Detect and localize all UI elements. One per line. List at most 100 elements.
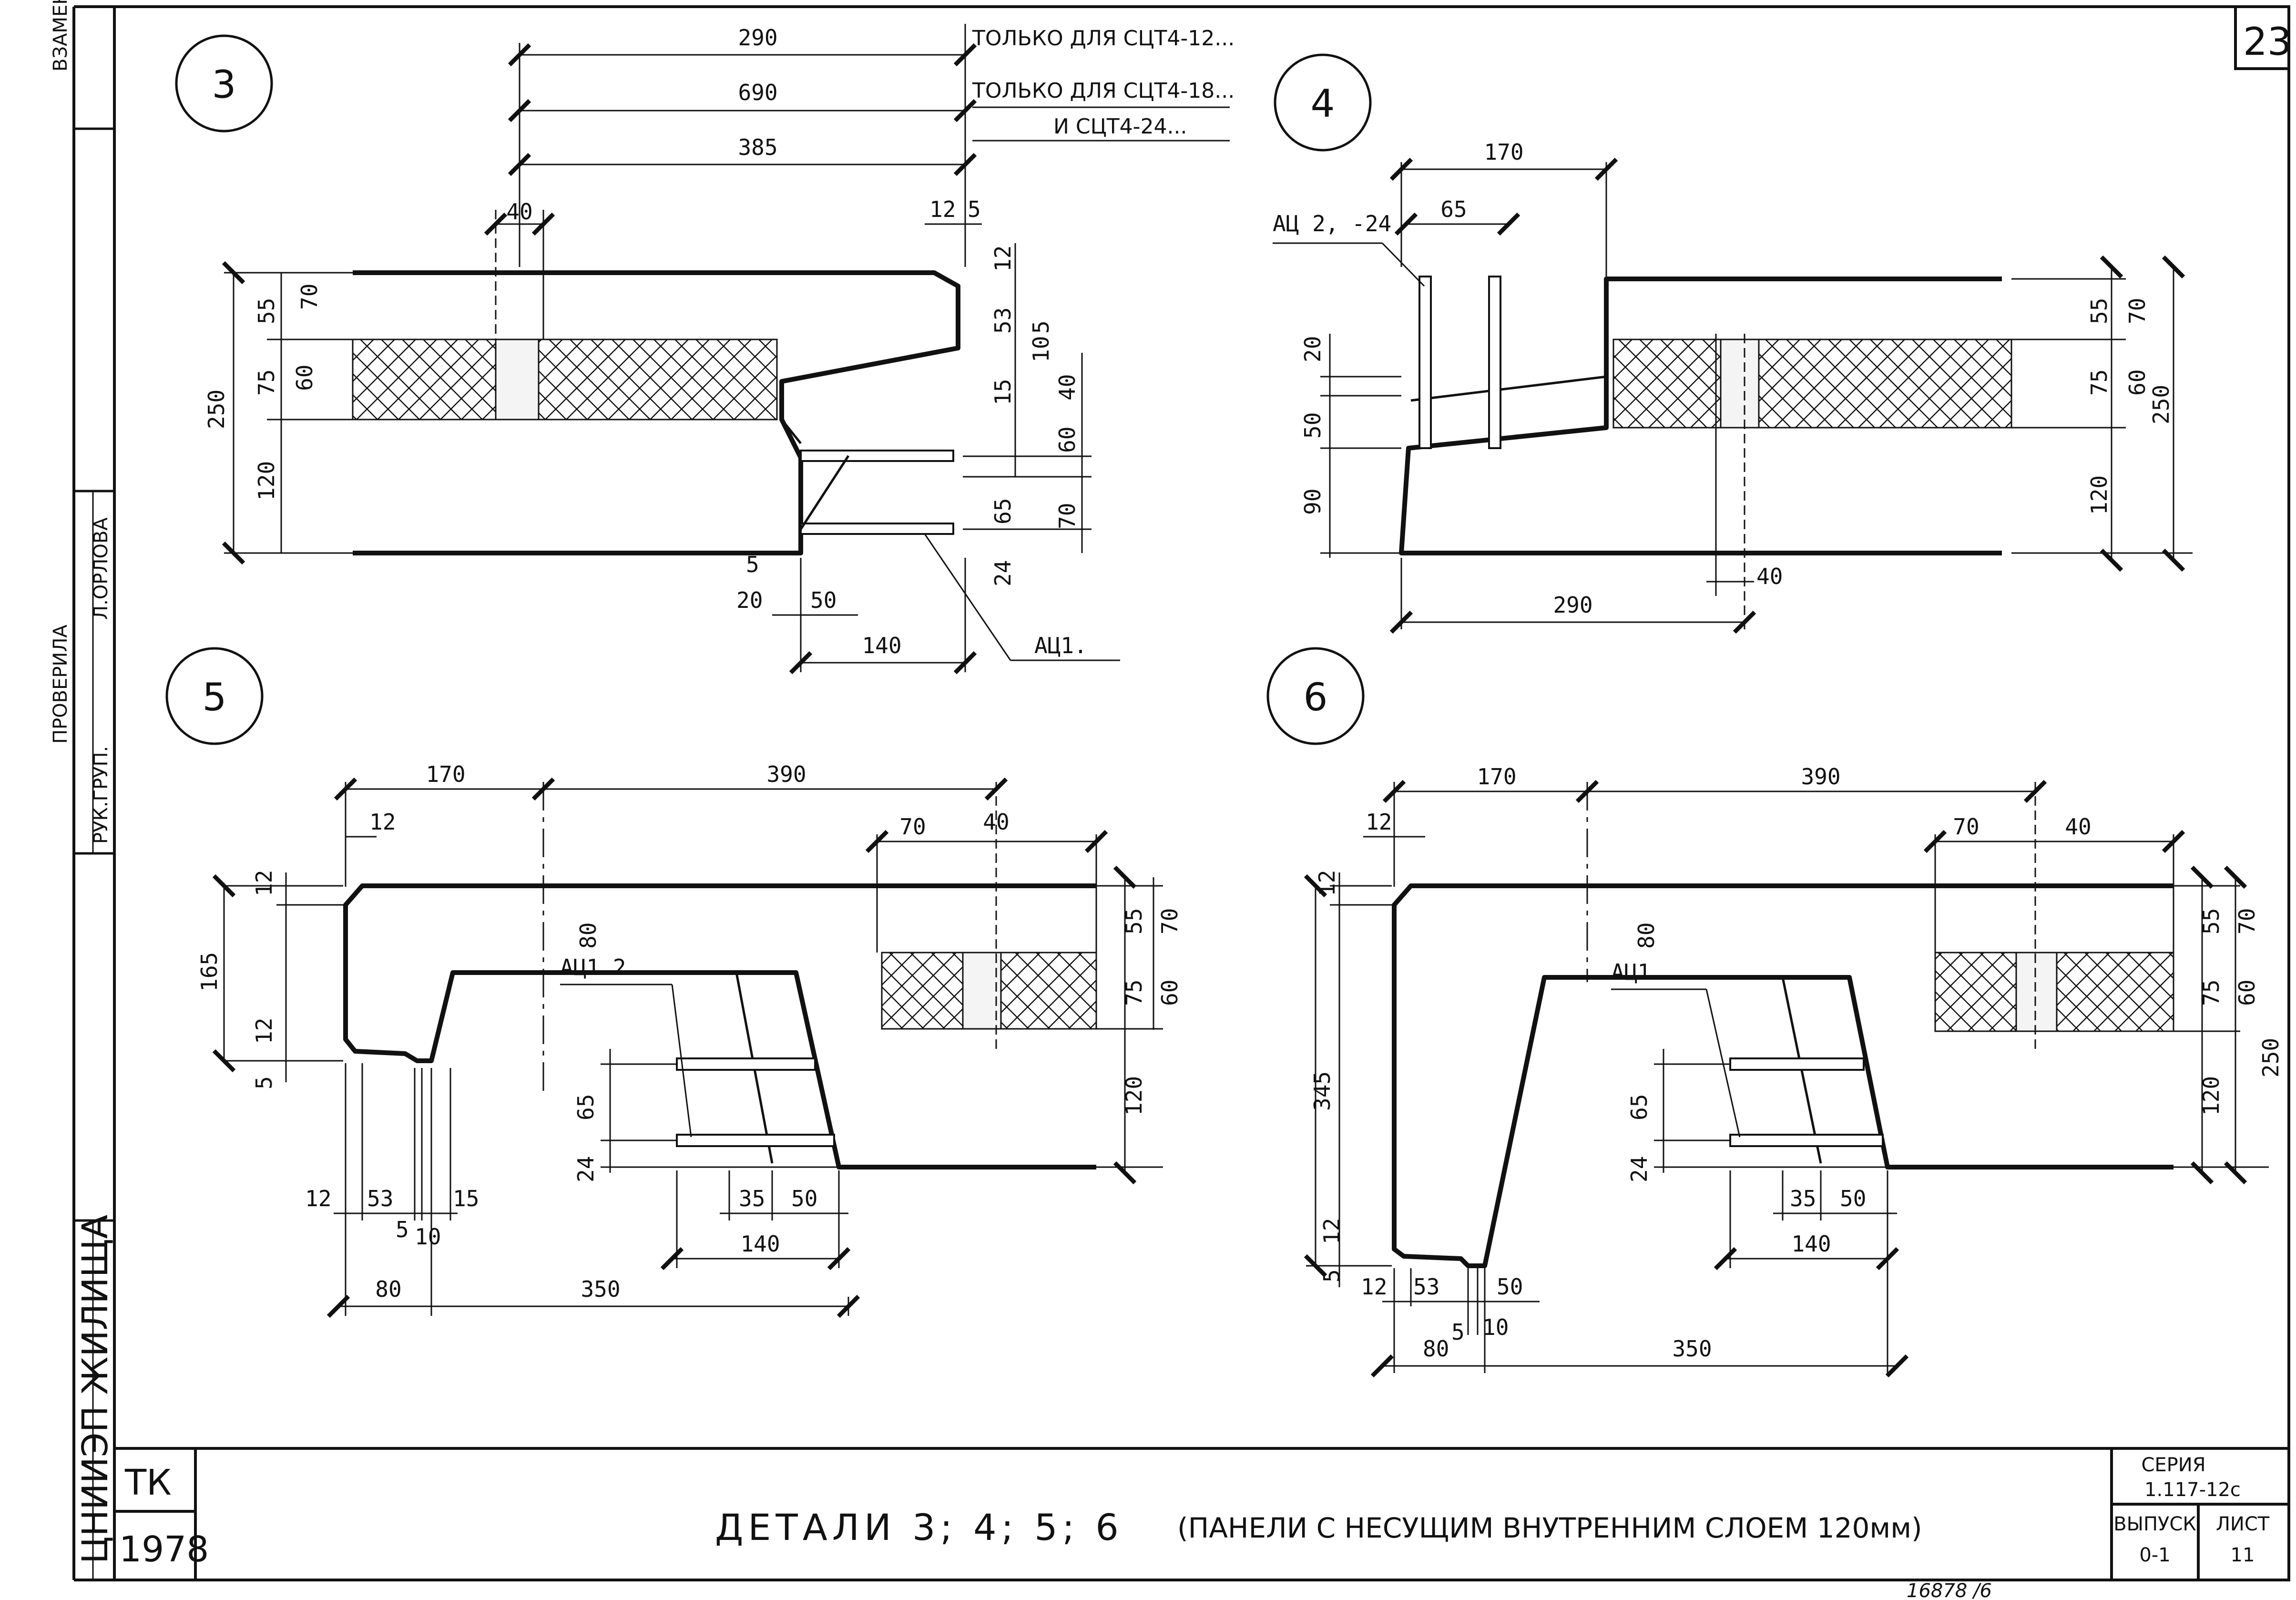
check-label: ПРОВЕРИЛА <box>50 624 71 744</box>
side-org-label: ЦНИИЭП ЖИЛИЩА <box>75 1214 116 1564</box>
detail-3-dim-60b: 60 <box>1054 427 1080 453</box>
detail-5-dim-5a: 5 <box>251 1076 277 1089</box>
series-label: СЕРИЯ <box>2141 1454 2205 1476</box>
detail-6-dim-350: 350 <box>1672 1336 1712 1362</box>
detail-5-dim-12a: 12 <box>369 809 396 835</box>
detail-6-dim-5a: 5 <box>1319 1269 1345 1282</box>
detail-5-rebar-2 <box>676 1134 835 1147</box>
detail-5-dim-55: 55 <box>1121 908 1147 934</box>
detail-3-dim-65: 65 <box>990 498 1016 524</box>
detail-6-dim-70b: 70 <box>2234 908 2260 934</box>
detail-3-dim-50: 50 <box>810 587 837 613</box>
detail-6-core <box>2015 952 2058 1032</box>
detail-3-dim-12b: 12 <box>990 246 1016 272</box>
detail-6-dim-140: 140 <box>1791 1231 1831 1257</box>
detail-5-dim-60: 60 <box>1157 980 1183 1006</box>
detail-4-dim-50: 50 <box>1300 412 1326 439</box>
detail-5-core <box>962 952 1002 1030</box>
detail-6-dim-120: 120 <box>2198 1076 2224 1116</box>
detail-3-note-1: ТОЛЬКО ДЛЯ СЦТ4-12... <box>972 26 1235 51</box>
detail-3-dim-20: 20 <box>736 587 763 613</box>
detail-5: 5 170 390 12 70 40 12 165 12 5 80 <box>165 647 1183 1318</box>
detail-3-note-2: ТОЛЬКО ДЛЯ СЦТ4-18... <box>972 79 1235 103</box>
detail-6-dim-24: 24 <box>1626 1156 1652 1182</box>
detail-4-rebar-label: АЦ 2, -24 <box>1273 211 1391 236</box>
detail-4-core <box>1720 338 1760 429</box>
detail-4-dim-20: 20 <box>1300 336 1326 362</box>
year-label: 1978 <box>119 1529 209 1570</box>
detail-5-callout <box>165 647 264 745</box>
detail-5-dim-5b: 5 <box>396 1217 409 1242</box>
detail-5-dim-70: 70 <box>899 814 926 840</box>
detail-6-dim-50b: 50 <box>1840 1186 1866 1211</box>
detail-4-insulation <box>1612 338 2012 429</box>
detail-6-dim-12a: 12 <box>1366 809 1392 835</box>
detail-4-dim-90: 90 <box>1300 489 1326 515</box>
detail-6-callout <box>1266 647 1365 745</box>
detail-5-dim-350: 350 <box>581 1276 620 1302</box>
detail-4-callout <box>1274 53 1372 152</box>
detail-3-rebar-label: АЦ1. <box>1034 633 1087 658</box>
detail-3-dim-55: 55 <box>254 298 279 324</box>
detail-6-dim-60: 60 <box>2234 980 2260 1006</box>
detail-3-rebar-2 <box>800 523 954 535</box>
group-label: РУК.ГРУП. <box>90 746 112 844</box>
detail-6-dim-65: 65 <box>1626 1094 1652 1120</box>
detail-3-dim-120: 120 <box>254 461 279 501</box>
detail-6-dim-40: 40 <box>2065 814 2091 840</box>
detail-3-dim-15: 15 <box>990 379 1016 405</box>
sheet-subtitle: (ПАНЕЛИ С НЕСУЩИМ ВНУТРЕННИМ СЛОЕМ 120мм… <box>1177 1512 1922 1544</box>
sheet-title: ДЕТАЛИ 3; 4; 5; 6 <box>715 1506 1123 1549</box>
detail-5-dim-65: 65 <box>573 1094 599 1120</box>
detail-5-dim-15: 15 <box>453 1186 479 1211</box>
detail-3-dim-75: 75 <box>254 369 279 396</box>
detail-4-dim-70: 70 <box>2124 298 2150 324</box>
detail-5-dim-390: 390 <box>766 761 806 787</box>
detail-3-dim-5a: 5 <box>968 196 981 222</box>
org-label: ТК <box>124 1462 172 1503</box>
detail-3-dim-5c: 5 <box>746 552 759 577</box>
detail-5-rebar-label: АЦ1.2 <box>560 954 626 980</box>
detail-3-dim-40: 40 <box>506 199 532 225</box>
detail-6-dim-12d: 12 <box>1361 1274 1387 1300</box>
check-name: Л.ОРЛОВА <box>90 517 112 620</box>
detail-3-dim-140: 140 <box>862 633 901 658</box>
detail-4-rebar-1 <box>1418 276 1432 449</box>
detail-6-dim-390: 390 <box>1801 764 1840 790</box>
handwritten-mark: 16878 /6 <box>1907 1580 1992 1600</box>
detail-4-dim-290: 290 <box>1553 592 1592 618</box>
detail-5-dim-12b: 12 <box>251 870 277 896</box>
detail-6-dim-80b: 80 <box>1423 1336 1449 1362</box>
detail-4-outline <box>1399 277 2002 555</box>
detail-6-dim-55: 55 <box>2198 908 2224 934</box>
detail-3-dim-40b: 40 <box>1054 374 1080 400</box>
detail-4-rebar-2 <box>1488 276 1501 449</box>
detail-4-dim-250: 250 <box>2148 385 2174 424</box>
detail-6-dim-170: 170 <box>1477 764 1516 790</box>
detail-3: 3 290 690 385 ТОЛЬКО ДЛЯ СЦТ4-12... ТОЛЬ… <box>175 24 1235 675</box>
detail-5-dim-12c: 12 <box>251 1018 277 1044</box>
detail-4-dim-65: 65 <box>1440 196 1467 222</box>
detail-4-dim-40: 40 <box>1756 564 1783 589</box>
detail-3-rebar-1 <box>800 450 954 462</box>
detail-6-dim-5b: 5 <box>1451 1319 1465 1345</box>
detail-5-dim-165: 165 <box>196 952 222 992</box>
detail-5-dim-24: 24 <box>573 1156 599 1182</box>
issue-label: ВЫПУСК <box>2113 1513 2196 1535</box>
detail-5-dim-170: 170 <box>426 761 465 787</box>
detail-3-number: 3 <box>212 62 236 107</box>
sheet-frame <box>72 5 2290 1581</box>
detail-6-dim-12c: 12 <box>1319 1218 1345 1244</box>
detail-6-dim-70: 70 <box>1953 814 1979 840</box>
detail-3-callout <box>175 34 273 133</box>
detail-4-dim-120: 120 <box>2086 475 2112 515</box>
corner-top-text: ВЗАМЕН <box>50 0 71 72</box>
detail-3-dim-385: 385 <box>738 134 777 160</box>
detail-5-rebar-1 <box>676 1057 816 1071</box>
issue-value: 0-1 <box>2139 1544 2170 1566</box>
detail-4-dim-55: 55 <box>2086 298 2112 324</box>
detail-5-dim-10: 10 <box>415 1224 441 1250</box>
detail-5-dim-35: 35 <box>739 1186 765 1211</box>
detail-4-dim-75: 75 <box>2086 369 2112 396</box>
